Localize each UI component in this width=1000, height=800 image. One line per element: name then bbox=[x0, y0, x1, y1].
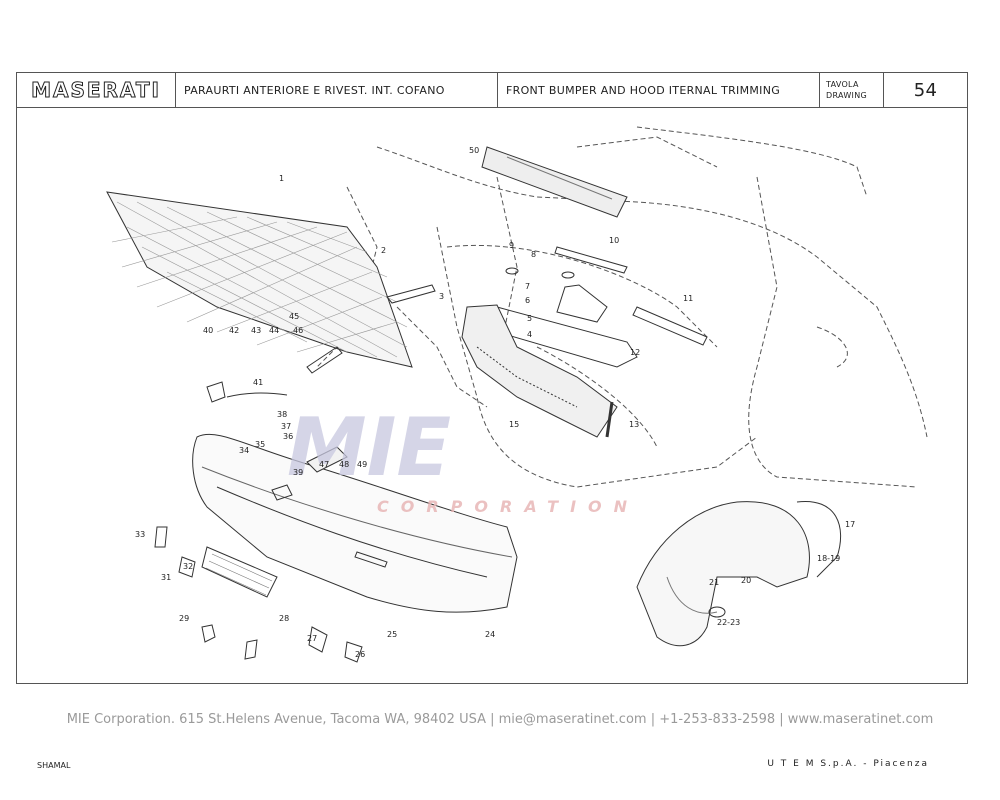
part-label-35: 35 bbox=[255, 440, 265, 449]
part-label-20: 20 bbox=[741, 576, 751, 585]
part-3-bracket bbox=[461, 304, 618, 438]
part-label-28: 28 bbox=[279, 614, 289, 623]
part-label-6: 6 bbox=[525, 296, 530, 305]
part-label-44: 44 bbox=[269, 326, 279, 335]
part-label-2: 2 bbox=[381, 246, 386, 255]
wheel-arch-liner bbox=[636, 500, 842, 647]
part-labels: 12345678910111213151718-19202122-2324252… bbox=[135, 146, 855, 659]
part-label-48: 48 bbox=[339, 460, 349, 469]
part-label-31: 31 bbox=[161, 573, 171, 582]
part-label-12: 12 bbox=[630, 348, 640, 357]
drawing-number: 54 bbox=[913, 79, 938, 101]
part-13-rod bbox=[605, 401, 614, 438]
car-body-outline bbox=[316, 126, 928, 488]
part-label-5: 5 bbox=[527, 314, 532, 323]
manufacturer: U T E M S.p.A. - Piacenza bbox=[767, 759, 929, 769]
part-label-8: 8 bbox=[531, 250, 536, 259]
part-10-strip bbox=[554, 246, 628, 274]
part-label-4: 4 bbox=[527, 330, 532, 339]
drawing-sheet: MASERATI PARAURTI ANTERIORE E RIVEST. IN… bbox=[16, 72, 968, 770]
part-label-26: 26 bbox=[355, 650, 365, 659]
part-label-21: 21 bbox=[709, 578, 719, 587]
title-block: MASERATI PARAURTI ANTERIORE E RIVEST. IN… bbox=[17, 73, 967, 108]
part-label-17: 17 bbox=[845, 520, 855, 529]
part-2-strip bbox=[386, 284, 436, 304]
part-label-34: 34 bbox=[239, 446, 249, 455]
part-label-10: 10 bbox=[609, 236, 619, 245]
part-label-47: 47 bbox=[319, 460, 329, 469]
part-label-13: 13 bbox=[629, 420, 639, 429]
drawing-label-it: TAVOLA bbox=[826, 80, 859, 89]
part-label-43: 43 bbox=[251, 326, 261, 335]
model-code: SHAMAL bbox=[37, 761, 71, 770]
part-label-15: 15 bbox=[509, 420, 519, 429]
part-label-45: 45 bbox=[289, 312, 299, 321]
part-label-50: 50 bbox=[469, 146, 479, 155]
part-label-11: 11 bbox=[683, 294, 693, 303]
part-label-25: 25 bbox=[387, 630, 397, 639]
part-label-49: 49 bbox=[357, 460, 367, 469]
drawing-label: TAVOLA DRAWING bbox=[820, 73, 884, 107]
title-english: FRONT BUMPER AND HOOD ITERNAL TRIMMING bbox=[498, 73, 820, 107]
part-label-1: 1 bbox=[279, 174, 284, 183]
brand-logo: MASERATI bbox=[17, 73, 176, 107]
part-label-36: 36 bbox=[283, 432, 293, 441]
part-label-41: 41 bbox=[253, 378, 263, 387]
part-label-33: 33 bbox=[135, 530, 145, 539]
part-label-38: 38 bbox=[277, 410, 287, 419]
part-label-24: 24 bbox=[485, 630, 495, 639]
part-label-39: 39 bbox=[293, 468, 303, 477]
drawing-label-en: DRAWING bbox=[826, 91, 867, 100]
part-label-27: 27 bbox=[307, 634, 317, 643]
part-50-panel bbox=[481, 146, 628, 218]
part-label-40: 40 bbox=[203, 326, 213, 335]
part-11-strip bbox=[632, 306, 708, 346]
part-28-grille bbox=[201, 546, 278, 598]
part-label-22-23: 22-23 bbox=[717, 618, 740, 627]
part-label-32: 32 bbox=[183, 562, 193, 571]
part-label-46: 46 bbox=[293, 326, 303, 335]
exploded-diagram: MIE CORPORATION 12345678910111213151718-… bbox=[106, 126, 928, 663]
part-label-37: 37 bbox=[281, 422, 291, 431]
part-label-29: 29 bbox=[179, 614, 189, 623]
part-label-7: 7 bbox=[525, 282, 530, 291]
part-39-bracket bbox=[306, 446, 348, 473]
part-label-9: 9 bbox=[509, 241, 514, 250]
footer-contact: MIE Corporation. 615 St.Helens Avenue, T… bbox=[66, 712, 934, 727]
part-label-18-19: 18-19 bbox=[817, 554, 840, 563]
watermark: MIE CORPORATION bbox=[287, 401, 639, 516]
part-label-42: 42 bbox=[229, 326, 239, 335]
title-italian: PARAURTI ANTERIORE E RIVEST. INT. COFANO bbox=[176, 73, 498, 107]
watermark-logo: MIE bbox=[287, 401, 451, 494]
hood-insulation bbox=[106, 191, 413, 368]
part-label-3: 3 bbox=[439, 292, 444, 301]
front-bumper bbox=[192, 433, 518, 613]
watermark-tagline: CORPORATION bbox=[377, 497, 639, 516]
